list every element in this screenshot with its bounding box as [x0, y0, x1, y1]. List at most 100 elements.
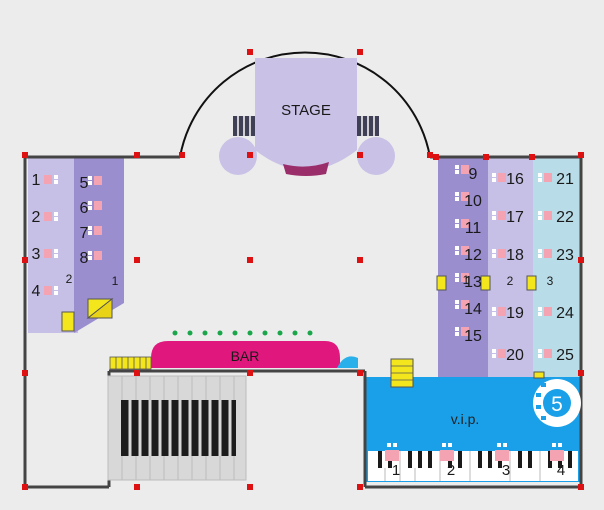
- table-left-outer-1[interactable]: 2: [32, 209, 58, 226]
- table-left-inner-3[interactable]: 8: [80, 250, 102, 267]
- structural-column: [22, 370, 28, 376]
- table-number: 18: [506, 247, 524, 264]
- table-number: 20: [506, 347, 524, 364]
- bar-stools: [172, 330, 313, 336]
- table-right-col2-0[interactable]: 16: [492, 171, 524, 188]
- vip-table-2[interactable]: 3: [495, 443, 510, 479]
- structural-column: [247, 49, 253, 55]
- table-right-col2-2[interactable]: 18: [492, 247, 524, 264]
- table-right-col1-1[interactable]: 10: [455, 192, 482, 210]
- table-number: 16: [506, 171, 524, 188]
- table-number: 21: [556, 171, 574, 188]
- structural-column: [483, 154, 489, 160]
- stage-label: STAGE: [281, 102, 331, 119]
- structural-column: [134, 257, 140, 263]
- structural-column: [357, 370, 363, 376]
- structural-column: [578, 370, 584, 376]
- table-left-outer-3[interactable]: 4: [32, 283, 58, 300]
- table-right-col1-2[interactable]: 11: [455, 219, 481, 237]
- stage[interactable]: STAGE: [179, 51, 431, 176]
- table-number: 17: [506, 209, 524, 226]
- table-number: 25: [556, 347, 574, 364]
- table-number: 1: [32, 172, 41, 189]
- structural-column: [134, 152, 140, 158]
- zone-label: 1: [463, 273, 470, 287]
- structural-column: [578, 257, 584, 263]
- tables-layer: 1234567891011121314151617181920212223242…: [32, 165, 574, 479]
- zone-label: 3: [547, 274, 554, 288]
- zone-label: 2: [507, 274, 514, 288]
- table-left-inner-0[interactable]: 5: [80, 175, 102, 192]
- vip-label: v.i.p.: [451, 411, 480, 427]
- vip-table-3[interactable]: 4: [550, 443, 565, 479]
- structural-column: [22, 152, 28, 158]
- table-number: 11: [465, 220, 482, 237]
- table-left-inner-1[interactable]: 6: [80, 200, 102, 217]
- table-number: 4: [32, 283, 41, 300]
- vip-table-number: 3: [502, 462, 510, 479]
- structural-column: [179, 152, 185, 158]
- table-number: 23: [556, 247, 574, 264]
- walls: [23, 155, 583, 489]
- bar-label: BAR: [231, 348, 260, 364]
- right-zone-3[interactable]: [533, 157, 581, 377]
- table-right-col1-0[interactable]: 9: [455, 165, 478, 183]
- table-right-col3-4[interactable]: 25: [538, 347, 574, 364]
- table-number: 10: [464, 193, 482, 210]
- vip-table-number: 4: [557, 462, 565, 479]
- table-right-col3-2[interactable]: 23: [538, 247, 574, 264]
- table-right-col1-3[interactable]: 12: [455, 246, 482, 264]
- table-number: 24: [556, 305, 574, 322]
- structural-column: [247, 370, 253, 376]
- columns-layer: [22, 49, 584, 490]
- table-right-col3-0[interactable]: 21: [538, 171, 574, 188]
- table-number: 9: [469, 166, 478, 183]
- table-right-col1-4[interactable]: 13: [455, 273, 482, 291]
- structural-column: [357, 257, 363, 263]
- table-right-col1-6[interactable]: 15: [455, 327, 482, 345]
- table-right-col3-3[interactable]: 24: [538, 305, 574, 322]
- structural-column: [357, 484, 363, 490]
- left-zone-1[interactable]: [74, 157, 124, 333]
- table-left-outer-2[interactable]: 3: [32, 246, 58, 263]
- zone-labels-layer: 2 1 1 2 3: [66, 272, 554, 288]
- table-right-col2-4[interactable]: 20: [492, 347, 524, 364]
- right-zone-2[interactable]: [488, 157, 533, 377]
- zone-label: 1: [112, 274, 119, 288]
- table-left-outer-0[interactable]: 1: [32, 172, 58, 189]
- structural-column: [357, 152, 363, 158]
- structural-column: [578, 484, 584, 490]
- bar-counter[interactable]: BAR: [109, 341, 358, 370]
- vip-table-number: 2: [447, 462, 455, 479]
- vip-table-number: 1: [392, 462, 400, 479]
- table-number: 5: [80, 175, 89, 192]
- left-zone-2[interactable]: [28, 157, 78, 333]
- structural-column: [247, 484, 253, 490]
- structural-column: [433, 154, 439, 160]
- structural-column: [247, 152, 253, 158]
- vip-piano-strip: [368, 451, 578, 481]
- table-right-col3-1[interactable]: 22: [538, 209, 574, 226]
- structural-column: [134, 484, 140, 490]
- table-number: 13: [464, 274, 482, 291]
- table-number: 6: [80, 200, 89, 217]
- table-number: 3: [32, 246, 41, 263]
- table-number: 19: [506, 305, 524, 322]
- vip-table-5-number: 5: [551, 393, 563, 416]
- vip-table-1[interactable]: 2: [440, 443, 455, 479]
- table-right-col2-1[interactable]: 17: [492, 209, 524, 226]
- vip-round-table[interactable]: 5: [533, 379, 581, 427]
- table-right-col1-5[interactable]: 14: [455, 300, 482, 318]
- table-left-inner-2[interactable]: 7: [80, 225, 102, 242]
- structural-column: [22, 257, 28, 263]
- table-number: 22: [556, 209, 574, 226]
- vip-table-0[interactable]: 1: [385, 443, 400, 479]
- structural-column: [22, 484, 28, 490]
- table-number: 7: [80, 225, 89, 242]
- zone-label: 2: [66, 272, 73, 286]
- structural-column: [357, 49, 363, 55]
- table-right-col2-3[interactable]: 19: [492, 305, 524, 322]
- structural-column: [247, 257, 253, 263]
- structural-column: [134, 370, 140, 376]
